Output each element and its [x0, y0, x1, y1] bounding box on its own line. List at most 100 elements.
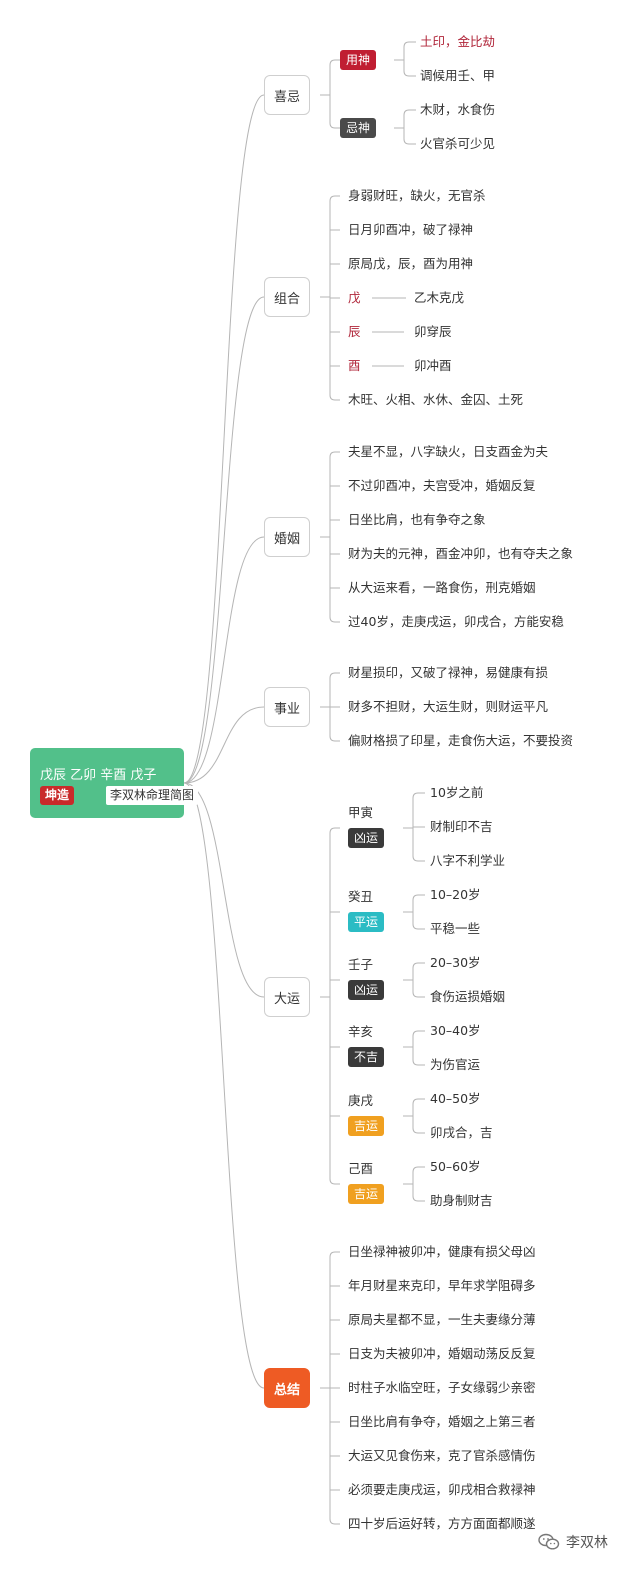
period-item: 为伤官运 — [430, 1057, 481, 1072]
leaf-hunyin: 过40岁，走庚戌运，卯戌合，方能安稳 — [348, 614, 564, 629]
connector — [412, 1059, 425, 1066]
connector — [412, 1166, 425, 1173]
connector — [183, 94, 265, 784]
leaf-zongjie: 四十岁后运好转，方方面面都顺遂 — [348, 1516, 536, 1531]
watermark: 李双林 — [538, 1532, 608, 1552]
pair-note: 卯冲酉 — [414, 358, 452, 373]
period-tag: 不吉 — [348, 1047, 385, 1067]
leaf-shiye: 财星损印，又破了禄神，易健康有损 — [348, 665, 549, 680]
leaf-zongjie: 必须要走庚戌运，卯戌相合救禄神 — [348, 1482, 536, 1497]
connector — [412, 1030, 425, 1037]
branch-zuhe[interactable]: 组合 — [264, 277, 310, 317]
connector — [183, 706, 265, 784]
period-name: 壬子 — [348, 957, 374, 972]
connector — [183, 536, 265, 784]
connector — [329, 1518, 340, 1525]
leaf-jishen-2: 火官杀可少见 — [420, 136, 496, 151]
leaf-shiye: 财多不担财，大运生财，则财运平凡 — [348, 699, 549, 714]
leaf-yongshen-2: 调候用壬、甲 — [420, 68, 496, 83]
connector — [412, 894, 425, 901]
period-tag: 凶运 — [348, 980, 385, 1000]
period-item: 八字不利学业 — [430, 853, 506, 868]
period-name: 癸丑 — [348, 889, 374, 904]
period-item: 平稳一些 — [430, 921, 481, 936]
gender-tag: 坤造 — [40, 786, 75, 805]
period-name: 甲寅 — [348, 805, 374, 820]
connector — [329, 122, 340, 129]
leaf-shiye: 偏财格损了印星，走食伤大运，不要投资 — [348, 733, 574, 748]
tag-yongshen: 用神 — [340, 50, 377, 70]
root-node[interactable]: 戊辰 乙卯 辛酉 戊子 坤造 李双林命理简图 — [30, 748, 199, 818]
leaf-zongjie: 日坐禄神被卯冲，健康有损父母凶 — [348, 1244, 536, 1259]
leaf-hunyin: 不过卯酉冲，夫宫受冲，婚姻反复 — [348, 478, 536, 493]
period-item: 食伤运损婚姻 — [430, 989, 506, 1004]
connector — [412, 1098, 425, 1105]
leaf-zuhe: 身弱财旺，缺火，无官杀 — [348, 188, 486, 203]
connector — [329, 827, 340, 834]
connector — [412, 792, 425, 799]
watermark-text: 李双林 — [566, 1535, 608, 1551]
branch-shiye[interactable]: 事业 — [264, 687, 310, 727]
leaf-hunyin: 日坐比肩，也有争夺之象 — [348, 512, 486, 527]
leaf-zongjie: 日支为夫被卯冲，婚姻动荡反反复 — [348, 1346, 536, 1361]
leaf-zuhe: 原局戊，辰，酉为用神 — [348, 256, 474, 271]
connector — [329, 735, 340, 742]
connector — [329, 59, 340, 66]
period-tag: 吉运 — [348, 1116, 385, 1136]
branch-xiji[interactable]: 喜忌 — [264, 75, 310, 115]
connector — [412, 923, 425, 930]
pair-char: 辰 — [348, 324, 361, 339]
leaf-zuhe-summary: 木旺、火相、水休、金囚、土死 — [348, 392, 524, 407]
connector — [412, 1127, 425, 1134]
connector — [403, 41, 416, 48]
tag-jishen: 忌神 — [340, 118, 377, 138]
period-item: 30–40岁 — [430, 1023, 481, 1038]
leaf-hunyin: 夫星不显，八字缺火，日支酉金为夫 — [348, 444, 549, 459]
branch-dayun[interactable]: 大运 — [264, 977, 310, 1017]
period-item: 10–20岁 — [430, 887, 481, 902]
branch-zongjie[interactable]: 总结 — [264, 1368, 310, 1408]
wechat-icon — [538, 1533, 560, 1550]
leaf-jishen-1: 木财，水食伤 — [420, 102, 496, 117]
connector — [329, 1178, 340, 1185]
leaf-zongjie: 年月财星来克印，早年求学阻碍多 — [348, 1278, 536, 1293]
leaf-hunyin: 财为夫的元神，酉金冲卯，也有夺夫之象 — [348, 546, 574, 561]
period-tag: 平运 — [348, 912, 385, 932]
leaf-zongjie: 大运又见食伤来，克了官杀感情伤 — [348, 1448, 536, 1463]
leaf-zuhe: 日月卯酉冲，破了禄神 — [348, 222, 474, 237]
period-tag: 吉运 — [348, 1184, 385, 1204]
period-name: 庚戌 — [348, 1093, 374, 1108]
root-title: 戊辰 乙卯 辛酉 戊子 — [40, 768, 157, 783]
period-item: 财制印不吉 — [430, 819, 493, 834]
connector — [403, 109, 416, 116]
connector — [329, 451, 340, 458]
leaf-zongjie: 原局夫星都不显，一生夫妻缘分薄 — [348, 1312, 536, 1327]
connector — [412, 855, 425, 862]
pair-char: 酉 — [348, 358, 361, 373]
connector — [329, 616, 340, 623]
pair-note: 乙木克戊 — [414, 290, 465, 305]
connector — [412, 962, 425, 969]
period-item: 40–50岁 — [430, 1091, 481, 1106]
period-item: 卯戌合，吉 — [430, 1125, 493, 1140]
connector — [183, 782, 265, 998]
period-item: 20–30岁 — [430, 955, 481, 970]
root-description: 李双林命理简图 — [106, 786, 199, 805]
branch-hunyin[interactable]: 婚姻 — [264, 517, 310, 557]
leaf-yongshen-1: 土印，金比劫 — [420, 34, 496, 49]
connector — [183, 296, 265, 784]
connector — [183, 782, 265, 1389]
leaf-hunyin: 从大运来看，一路食伤，刑克婚姻 — [348, 580, 536, 595]
pair-note: 卯穿辰 — [414, 324, 452, 339]
connector — [329, 672, 340, 679]
connector — [403, 138, 416, 145]
leaf-zongjie: 时柱子水临空旺，子女缘弱少亲密 — [348, 1380, 536, 1395]
period-tag: 凶运 — [348, 828, 385, 848]
leaf-zongjie: 日坐比肩有争夺，婚姻之上第三者 — [348, 1414, 536, 1429]
connector — [329, 1251, 340, 1258]
connector — [403, 70, 416, 77]
pair-char: 戊 — [348, 290, 361, 305]
period-name: 辛亥 — [348, 1024, 374, 1039]
